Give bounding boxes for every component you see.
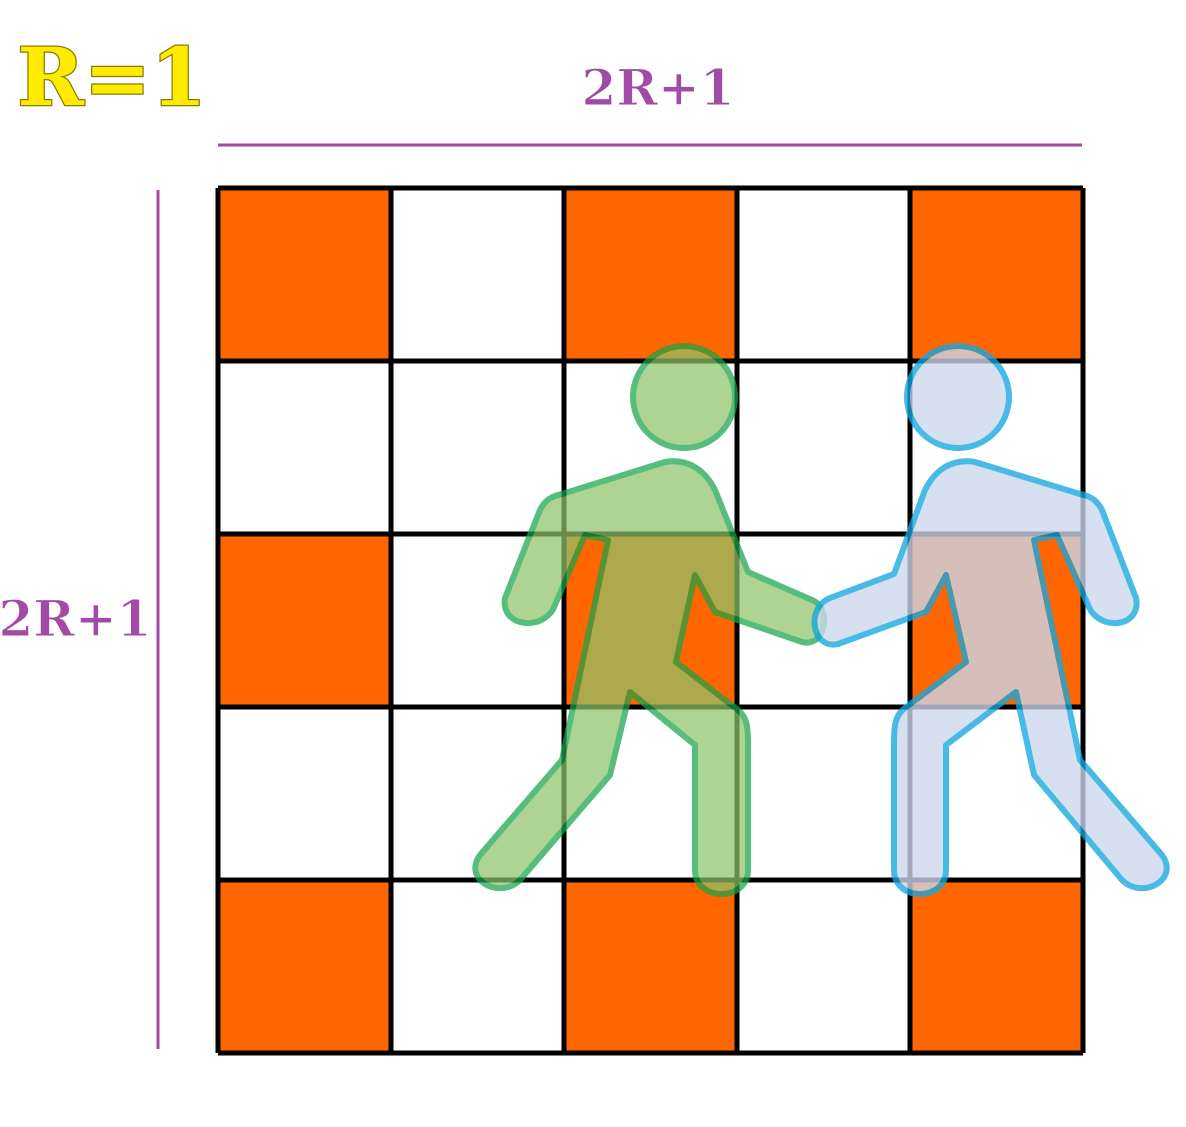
grid-cell-white	[218, 707, 391, 880]
grid-cell-white	[391, 188, 564, 361]
grid-cell-orange	[218, 188, 391, 361]
left-dimension-label: 2R+1	[0, 589, 152, 648]
grid-cell-white	[737, 707, 910, 880]
radius-label: R=1	[17, 30, 206, 124]
grid-cell-white	[737, 880, 910, 1053]
grid-cell-orange	[218, 534, 391, 707]
grid-cell-orange	[564, 880, 737, 1053]
grid-cell-orange	[910, 880, 1083, 1053]
person-body-blue	[811, 458, 1170, 897]
grid-cell-white	[391, 361, 564, 534]
walking-person-green	[472, 343, 828, 897]
grid-cell-white	[218, 361, 391, 534]
grid-cell-orange	[218, 880, 391, 1053]
grid-cell-orange	[910, 188, 1083, 361]
grid-cell-white	[737, 361, 910, 534]
top-dimension-label: 2R+1	[581, 58, 734, 117]
grid-cell-white	[391, 880, 564, 1053]
grid-cell-orange	[564, 188, 737, 361]
person-head-blue	[904, 343, 1012, 451]
walking-person-blue	[811, 343, 1170, 897]
person-head-green	[630, 343, 738, 451]
grid-cell-white	[737, 188, 910, 361]
